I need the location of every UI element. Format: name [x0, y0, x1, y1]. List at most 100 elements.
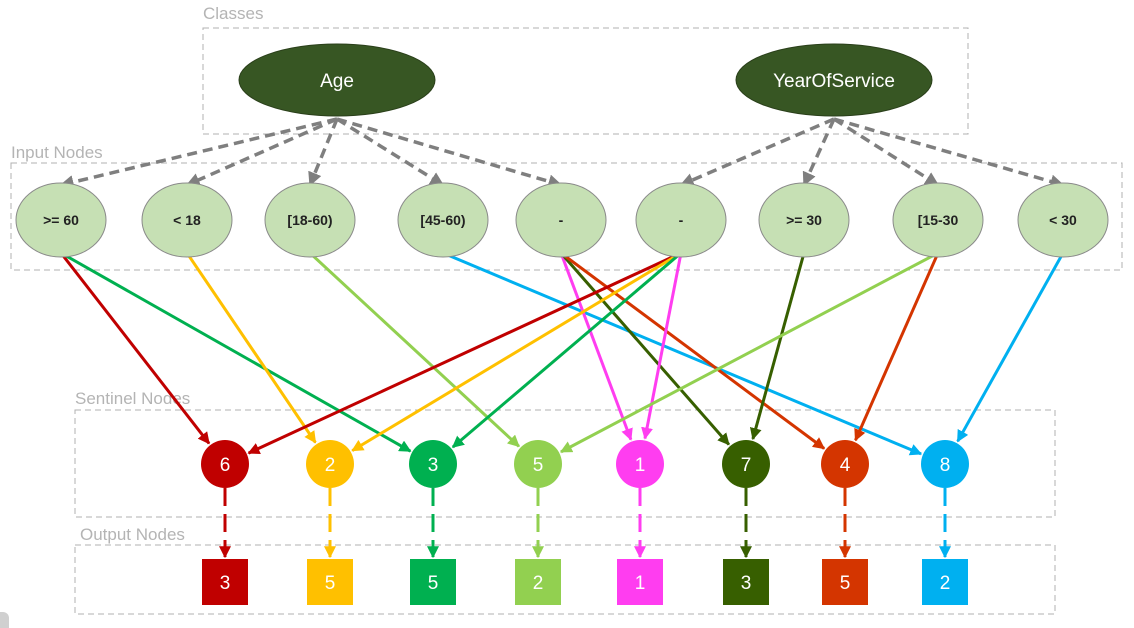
output-nodes-box — [74, 544, 1056, 615]
output-node-square — [202, 559, 248, 605]
class-node-label: Age — [320, 71, 354, 92]
output-node-square — [617, 559, 663, 605]
sentinel-node: 3 — [409, 440, 457, 488]
class-node-yos: YearOfService — [735, 43, 933, 117]
output-node-label: 2 — [533, 573, 544, 594]
sentinel-output-links — [219, 488, 951, 559]
sentinel-node-label: 7 — [741, 455, 752, 476]
connection-arrow — [559, 252, 633, 441]
sentinel-node-circle — [722, 440, 770, 488]
input-node: [45-60) — [397, 182, 489, 258]
output-node: 1 — [617, 559, 663, 605]
sentinel-node-label: 4 — [840, 455, 851, 476]
sentinel-node: 5 — [514, 440, 562, 488]
output-node-square — [922, 559, 968, 605]
sentinel-node-label: 8 — [940, 455, 951, 476]
connection-arrow — [351, 251, 682, 452]
connection-arrow — [560, 251, 826, 450]
input-node: < 18 — [141, 182, 233, 258]
input-node: >= 60 — [15, 182, 107, 258]
input-node-label: [18-60) — [287, 212, 332, 228]
sentinel-node-circle — [201, 440, 249, 488]
output-node: 5 — [410, 559, 456, 605]
sentinel-nodes-box — [74, 409, 1056, 518]
connection-arrow — [641, 252, 683, 440]
output-node-label: 5 — [840, 573, 851, 594]
input-node-label: < 18 — [173, 212, 201, 228]
input-node-shape — [141, 182, 233, 258]
input-node-label: < 30 — [1049, 212, 1077, 228]
output-node-label: 3 — [741, 573, 752, 594]
input-node-label: >= 60 — [43, 212, 79, 228]
sentinel-node: 2 — [306, 440, 354, 488]
input-node-shape — [892, 182, 984, 258]
connection-arrow — [247, 251, 682, 455]
input-node-shape — [515, 182, 607, 258]
sentinel-node-label: 2 — [325, 455, 336, 476]
connection-arrow — [854, 252, 940, 442]
sentinel-node-circle — [821, 440, 869, 488]
output-nodes: 3 5 5 2 1 3 5 2 — [202, 559, 968, 605]
output-node: 3 — [723, 559, 769, 605]
output-node: 5 — [307, 559, 353, 605]
output-node-square — [410, 559, 456, 605]
output-node: 2 — [515, 559, 561, 605]
sentinel-nodes-section-label: Sentinel Nodes — [75, 389, 190, 408]
input-node: - — [635, 182, 727, 258]
input-node: < 30 — [1017, 182, 1109, 258]
sentinel-node: 1 — [616, 440, 664, 488]
connection-arrows — [59, 251, 1065, 456]
scrollbar-corner — [0, 612, 9, 628]
output-node: 5 — [822, 559, 868, 605]
connection-arrow — [559, 251, 939, 454]
classes-box — [202, 27, 969, 135]
input-node-shape — [635, 182, 727, 258]
sentinel-node: 6 — [201, 440, 249, 488]
connection-arrow — [60, 251, 412, 453]
connection-arrow — [59, 252, 211, 445]
sentinel-node-label: 5 — [533, 455, 544, 476]
output-node-label: 2 — [940, 573, 951, 594]
input-node-label: - — [559, 212, 564, 228]
sentinel-node: 7 — [722, 440, 770, 488]
sentinel-node-label: 3 — [428, 455, 439, 476]
input-nodes: >= 60< 18[18-60)[45-60)-->= 30[15-30< 30 — [15, 182, 1109, 258]
class-arrow — [802, 118, 836, 187]
class-arrow — [833, 117, 940, 187]
input-node-label: [15-30 — [918, 212, 959, 228]
input-node-shape — [1017, 182, 1109, 258]
class-node-shape — [238, 43, 436, 117]
output-node-square — [723, 559, 769, 605]
classes-section-label: Classes — [203, 4, 263, 23]
output-node-label: 5 — [428, 573, 439, 594]
output-node-label: 1 — [635, 573, 646, 594]
input-node-label: - — [679, 212, 684, 228]
class-arrow — [679, 117, 835, 187]
output-node: 2 — [922, 559, 968, 605]
input-node-shape — [15, 182, 107, 258]
class-nodes: Age YearOfService — [238, 43, 933, 117]
input-node-shape — [758, 182, 850, 258]
output-node-square — [515, 559, 561, 605]
sentinel-node-label: 1 — [635, 455, 646, 476]
sentinel-node-label: 6 — [220, 455, 231, 476]
output-node-square — [307, 559, 353, 605]
output-node: 3 — [202, 559, 248, 605]
connection-arrow — [956, 252, 1065, 443]
sentinel-node-circle — [921, 440, 969, 488]
class-node-age: Age — [238, 43, 436, 117]
connection-arrow — [559, 252, 730, 446]
output-nodes-section-label: Output Nodes — [80, 525, 185, 544]
class-arrow — [833, 117, 1065, 189]
connection-arrow — [749, 252, 806, 441]
connection-arrow — [185, 252, 317, 444]
sentinel-node: 4 — [821, 440, 869, 488]
sentinel-node: 8 — [921, 440, 969, 488]
sentinel-node-circle — [616, 440, 664, 488]
output-node-square — [822, 559, 868, 605]
input-node: - — [515, 182, 607, 258]
connection-arrow — [451, 251, 682, 449]
class-arrow — [336, 117, 445, 187]
class-arrow — [308, 118, 339, 187]
